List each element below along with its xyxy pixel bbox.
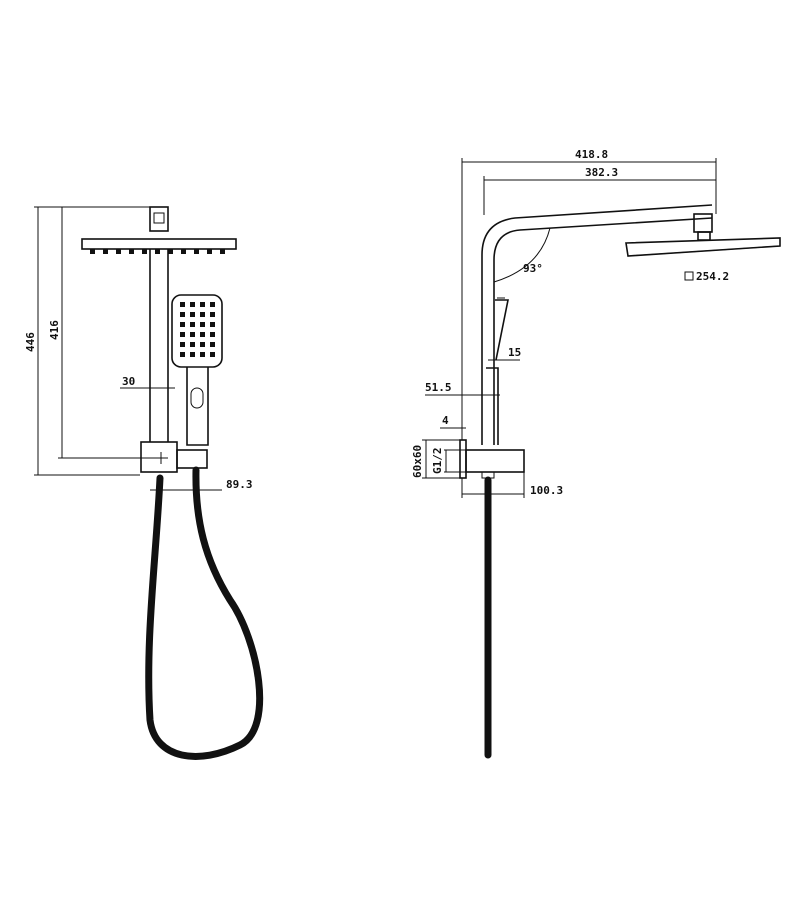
- dim-416: 416: [48, 320, 61, 340]
- dim-4: 4: [442, 414, 449, 427]
- dim-254: 254.2: [696, 270, 729, 283]
- hand-shower-head: [171, 294, 223, 368]
- front-view: 446 416 30 89.3: [24, 206, 264, 760]
- dim-418: 418.8: [575, 148, 608, 161]
- side-view: 93° 418.8 382.3 254.2 15 51.5 4: [411, 148, 781, 759]
- shower-arm-outer: [481, 204, 713, 445]
- hand-shower-side: [495, 299, 509, 361]
- dim-100: 100.3: [530, 484, 563, 497]
- rain-head-side: [625, 237, 781, 257]
- dim-15: 15: [508, 346, 521, 359]
- hose-connector: [176, 449, 208, 469]
- rain-head-nozzles: [90, 249, 225, 254]
- rain-head-front: [81, 238, 237, 250]
- angle-arc: [493, 227, 551, 283]
- dim-30: 30: [122, 375, 135, 388]
- top-connector: [149, 206, 169, 232]
- shower-hose-front: [145, 466, 264, 760]
- dim-51: 51.5: [425, 381, 452, 394]
- dim-g12: G1/2: [431, 448, 444, 475]
- wall-bracket-front: [140, 441, 178, 473]
- dim-382: 382.3: [585, 166, 618, 179]
- dim-89: 89.3: [226, 478, 253, 491]
- shower-arm-inner: [493, 217, 713, 445]
- arm-connector: [693, 213, 713, 233]
- dim-446: 446: [24, 332, 37, 352]
- handle-button: [190, 387, 204, 409]
- wall-bracket-side: [465, 449, 525, 473]
- dim-93: 93°: [523, 262, 543, 275]
- hand-shower-nozzles: [180, 302, 215, 357]
- dim-60x60: 60x60: [411, 445, 424, 478]
- hand-handle-side: [486, 367, 499, 445]
- hand-shower-handle: [186, 367, 209, 446]
